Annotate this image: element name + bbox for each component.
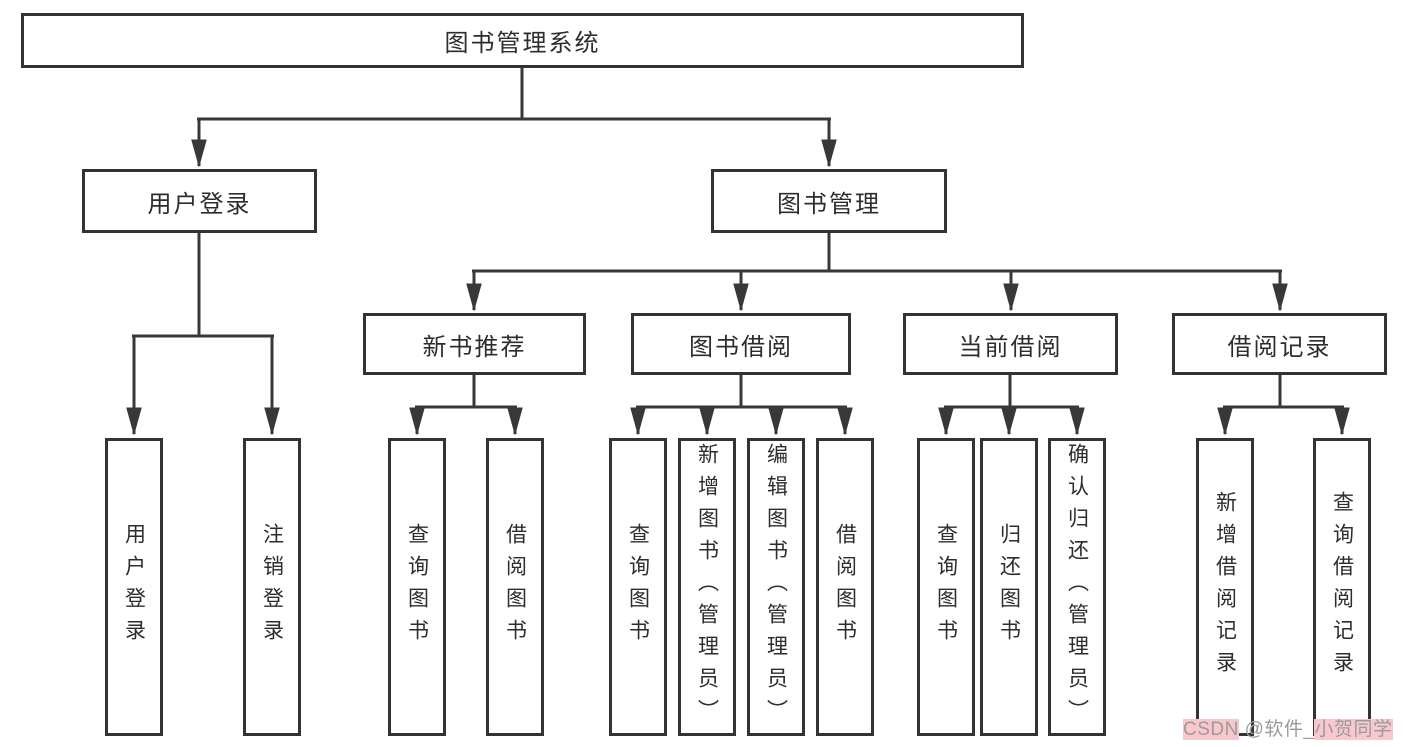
csdn-watermark: CSDN @软件_小贺同学 bbox=[1183, 717, 1393, 742]
node-library-system: 图书管理系统 bbox=[21, 13, 1024, 68]
leaf-borrow-books-borrow: 借阅图书 bbox=[816, 438, 874, 736]
leaf-add-borrow-record: 新增借阅记录 bbox=[1196, 438, 1254, 736]
watermark-part: @软件_ bbox=[1238, 719, 1315, 740]
watermark-part: 小贺同学 bbox=[1314, 719, 1393, 740]
node-new-book-recommend: 新书推荐 bbox=[363, 313, 586, 375]
leaf-query-borrow-record: 查询借阅记录 bbox=[1313, 438, 1371, 736]
node-user-login: 用户登录 bbox=[82, 169, 317, 233]
leaf-logout: 注销登录 bbox=[243, 438, 301, 736]
leaf-user-login: 用户登录 bbox=[105, 438, 163, 736]
leaf-query-books-current: 查询图书 bbox=[917, 438, 975, 736]
node-book-management: 图书管理 bbox=[711, 169, 947, 233]
leaf-borrow-books-newbook: 借阅图书 bbox=[486, 438, 544, 736]
leaf-query-books-borrow: 查询图书 bbox=[609, 438, 667, 736]
node-borrowing-records: 借阅记录 bbox=[1172, 313, 1387, 375]
watermark-part: CSDN bbox=[1183, 719, 1239, 740]
leaf-return-books: 归还图书 bbox=[980, 438, 1038, 736]
node-book-borrowing: 图书借阅 bbox=[631, 313, 851, 375]
node-current-borrowing: 当前借阅 bbox=[903, 313, 1118, 375]
leaf-add-book-admin: 新增图书（管理员） bbox=[678, 438, 736, 736]
leaf-query-books-newbook: 查询图书 bbox=[388, 438, 446, 736]
leaf-edit-book-admin: 编辑图书（管理员） bbox=[747, 438, 805, 736]
leaf-confirm-return-admin: 确认归还（管理员） bbox=[1048, 438, 1106, 736]
